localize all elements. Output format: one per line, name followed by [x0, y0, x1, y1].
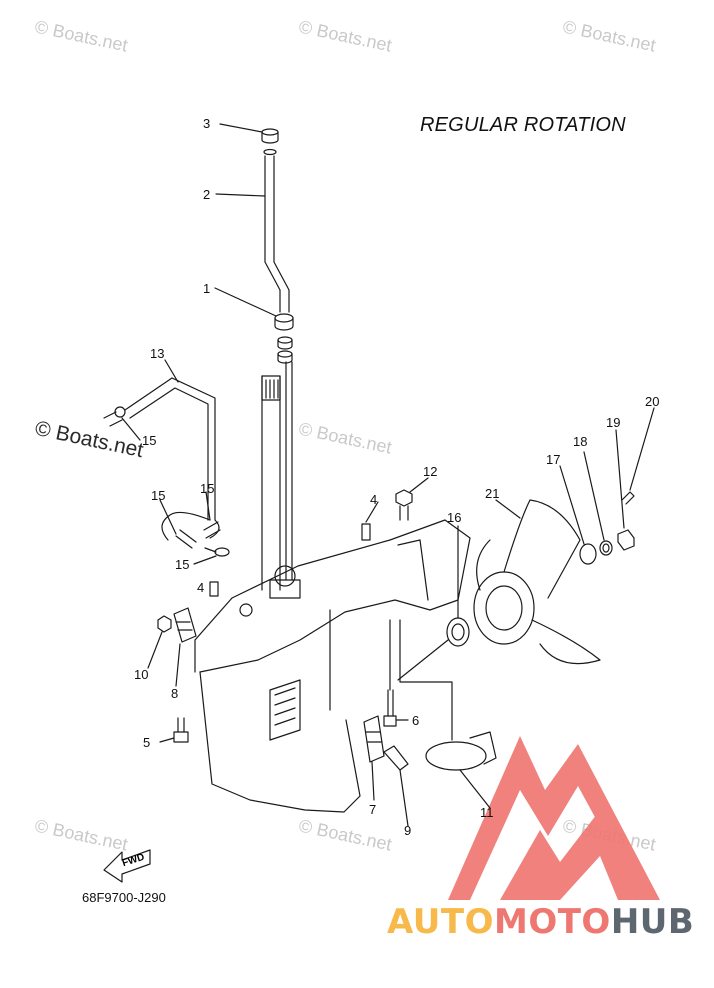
part-label-3: 3: [203, 116, 211, 131]
part-label-9: 9: [404, 823, 412, 838]
part-label-20: 20: [645, 394, 660, 409]
part-label-15c: 15: [200, 481, 215, 496]
part-label-15b: 15: [151, 488, 166, 503]
brand-part-hub: HUB: [610, 902, 695, 942]
part-label-15a: 15: [142, 433, 157, 448]
brand-wordmark: AUTOMOTOHUB: [387, 902, 694, 942]
brand-part-auto: AUTO: [387, 902, 494, 942]
part-label-8: 8: [171, 686, 179, 701]
part-label-15d: 15: [175, 557, 190, 572]
part-label-13: 13: [150, 346, 165, 361]
drawing-code: 68F9700-J290: [82, 890, 166, 905]
part-label-12: 12: [423, 464, 438, 479]
part-label-11: 11: [480, 805, 494, 820]
part-label-19: 19: [606, 415, 621, 430]
part-label-4: 4: [370, 492, 378, 507]
part-label-21: 21: [485, 486, 500, 501]
part-label-2: 2: [203, 187, 211, 202]
part-label-7: 7: [369, 802, 377, 817]
part-label-18: 18: [573, 434, 588, 449]
brand-part-moto: MOTO: [493, 902, 611, 942]
diagram-title: REGULAR ROTATION: [420, 114, 626, 136]
part-label-1: 1: [203, 281, 211, 296]
part-label-16: 16: [447, 510, 462, 525]
part-label-6: 6: [412, 713, 420, 728]
part-label-4b: 4: [197, 580, 205, 595]
part-label-10: 10: [134, 667, 149, 682]
part-label-17: 17: [546, 452, 561, 467]
part-label-5: 5: [143, 735, 151, 750]
